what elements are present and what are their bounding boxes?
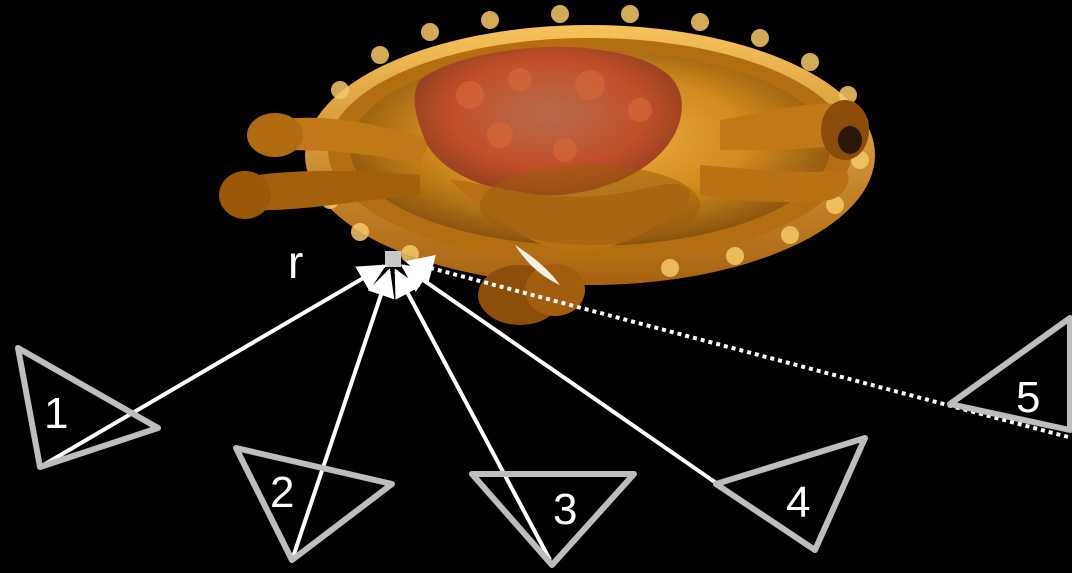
- camera-5: 5: [950, 318, 1070, 430]
- golden-sculpture: [219, 5, 875, 325]
- camera-1: 1: [18, 348, 158, 467]
- camera-5-label: 5: [1016, 373, 1040, 422]
- ray-camera-2: [292, 271, 389, 560]
- camera-2: 2: [236, 448, 392, 560]
- camera-4: 4: [716, 438, 865, 550]
- camera-3-label: 3: [553, 485, 577, 534]
- camera-4-label: 4: [786, 478, 810, 527]
- scene-point-label: r: [288, 236, 303, 288]
- scene-point-marker: [385, 251, 401, 267]
- camera-2-frustum-icon: [236, 448, 392, 560]
- camera-1-frustum-icon: [18, 348, 158, 467]
- camera-1-label: 1: [44, 389, 68, 438]
- camera-5-frustum-icon: [950, 318, 1070, 430]
- camera-3: 3: [472, 474, 634, 565]
- camera-2-label: 2: [270, 468, 294, 517]
